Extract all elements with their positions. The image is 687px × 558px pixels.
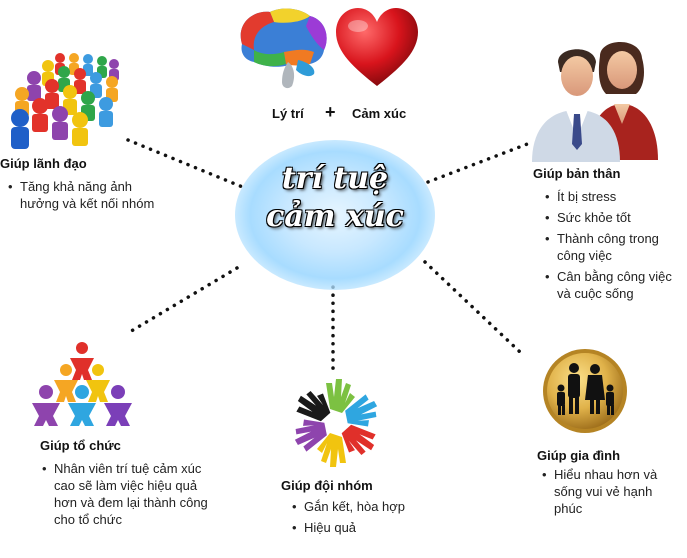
- heart-icon: [336, 8, 418, 86]
- ly-tri-label: Lý trí: [272, 106, 304, 121]
- leadership-pawns-icon: [11, 53, 119, 149]
- gia-dinh-bullet: Hiểu nhau hơn và sống vui vẻ hạnh phúc: [540, 466, 680, 517]
- doi-nhom-bullet: Gắn kết, hòa hợp: [290, 498, 440, 515]
- ban-than-bullet: Ít bị stress: [543, 188, 687, 205]
- brain-icon: [240, 8, 327, 89]
- lanh-dao-bullet: Tăng khả năng ảnh hưởng và kết nối nhóm: [6, 178, 166, 212]
- center-title-line2: cảm xúc: [266, 199, 404, 234]
- connector-gia-dinh: [423, 260, 522, 354]
- doi-nhom-bullet: Hiệu quả: [290, 519, 440, 536]
- center-title: trí tuệ cảm xúc: [235, 160, 435, 236]
- center-glow: [235, 140, 435, 290]
- plus-sign: +: [325, 102, 336, 122]
- team-hands-icon: [294, 379, 378, 467]
- cam-xuc-label: Cảm xúc: [352, 106, 407, 121]
- center-title-line1: trí tuệ: [281, 161, 389, 196]
- couple-icon: [532, 42, 658, 162]
- connector-lanh-dao: [126, 138, 247, 190]
- doi-nhom-bullets: Gắn kết, hòa hợp Hiệu quả: [290, 498, 440, 540]
- gia-dinh-bullets: Hiểu nhau hơn và sống vui vẻ hạnh phúc: [540, 466, 680, 521]
- gia-dinh-title: Giúp gia đình: [537, 448, 621, 463]
- ban-than-bullet: Sức khỏe tốt: [543, 209, 687, 226]
- to-chuc-bullets: Nhân viên trí tuệ cảm xúc cao sẽ làm việ…: [40, 460, 208, 532]
- doi-nhom-title: Giúp đội nhóm: [281, 478, 373, 493]
- lanh-dao-bullets: Tăng khả năng ảnh hưởng và kết nối nhóm: [6, 178, 166, 216]
- ban-than-title: Giúp bản thân: [533, 166, 621, 181]
- connector-ban-than: [426, 141, 532, 184]
- lanh-dao-title: Giúp lãnh đạo: [0, 156, 87, 171]
- ban-than-bullet: Cân bằng công việc và cuộc sống: [543, 268, 687, 302]
- to-chuc-bullet: Nhân viên trí tuệ cảm xúc cao sẽ làm việ…: [40, 460, 208, 528]
- family-icon: [543, 349, 627, 433]
- ban-than-bullet: Thành công trong công việc: [543, 230, 687, 264]
- ban-than-bullets: Ít bị stress Sức khỏe tốt Thành công tro…: [543, 188, 687, 306]
- organization-people-icon: [32, 342, 132, 426]
- connector-to-chuc: [126, 266, 239, 335]
- to-chuc-title: Giúp tổ chức: [40, 438, 121, 453]
